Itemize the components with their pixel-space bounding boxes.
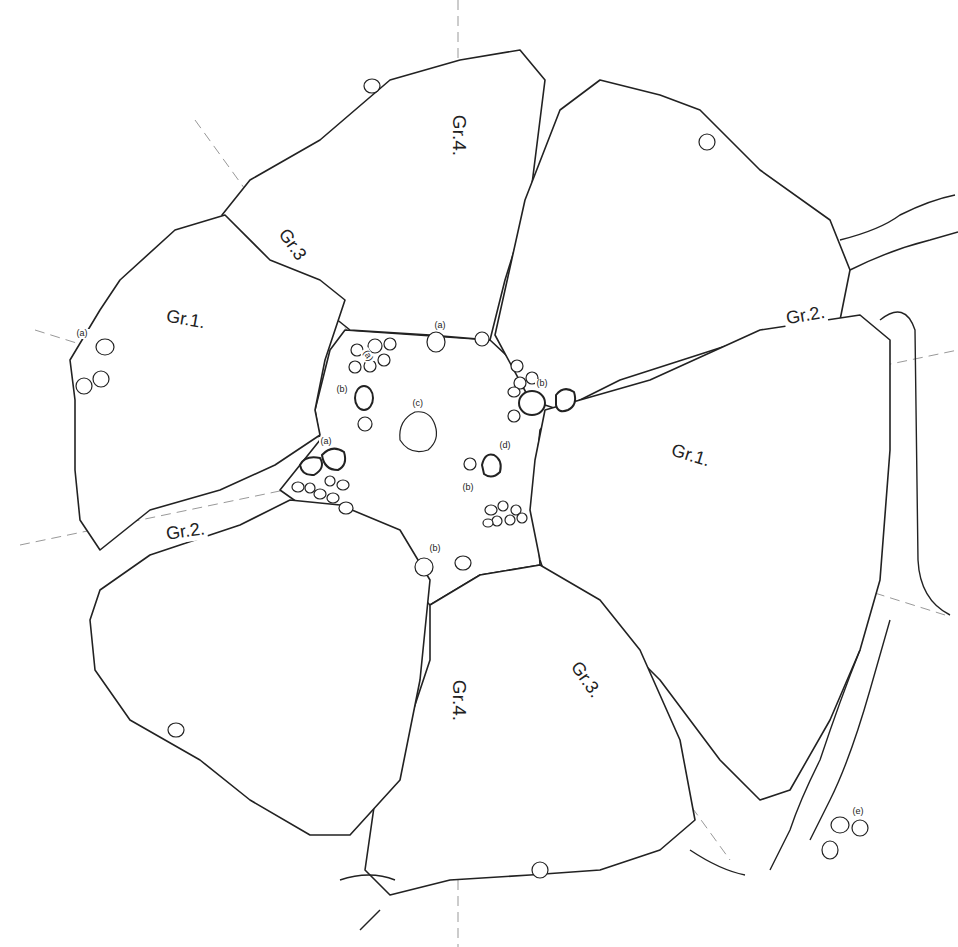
callout-letter: (d)	[498, 441, 513, 451]
callout-letter: (c)	[411, 399, 426, 409]
callout-letter: (a)	[319, 437, 334, 447]
callout-letter: (a)	[433, 321, 448, 331]
callout-letter: (b)	[335, 385, 350, 395]
group-label: Gr.4.	[448, 677, 469, 722]
group-label: Gr.4.	[448, 112, 469, 157]
callout-letter: (e)	[851, 807, 866, 817]
callout-letter: (a)	[75, 329, 90, 339]
callout-letter: (b)	[535, 379, 550, 389]
callout-letter: (b)	[461, 483, 476, 493]
callout-letter: (b)	[428, 544, 443, 554]
